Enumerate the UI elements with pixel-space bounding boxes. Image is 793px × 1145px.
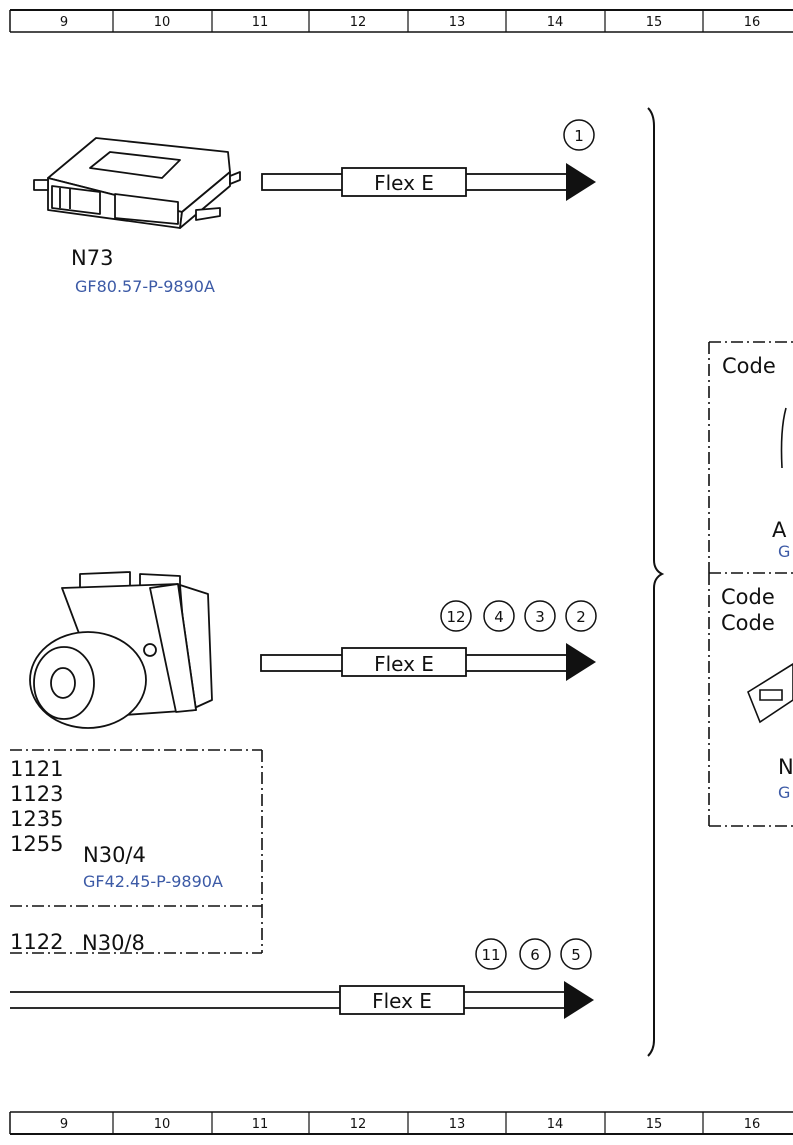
ruler-top-13: 13 — [449, 15, 466, 30]
bus-middle-circle-12 — [440, 600, 472, 632]
bus-top-label: Flex E — [374, 171, 434, 195]
n30-8-code-1122: 1122 — [10, 930, 63, 954]
right-box-2-code-label-1: Code — [721, 585, 775, 609]
n30-4-code-1123: 1123 — [10, 782, 63, 806]
n30-4-code-1235: 1235 — [10, 807, 63, 831]
bus-middle-label: Flex E — [374, 652, 434, 676]
bus-bottom — [10, 981, 594, 1019]
ruler-bottom-12: 12 — [350, 1117, 367, 1132]
bus-middle-circle-12-text: 12 — [446, 608, 465, 626]
n73-label: N73 — [71, 246, 113, 270]
bus-bottom-circle-5 — [560, 938, 592, 970]
bus-middle-circle-3-text: 3 — [535, 608, 545, 626]
bus-bottom-circle-6-text: 6 — [530, 946, 540, 964]
n30-8-code-box — [10, 906, 263, 954]
n30-4-hydraulic-unit-icon — [29, 571, 213, 729]
right-box-2-component-icon — [747, 663, 793, 724]
bus-middle — [260, 643, 596, 681]
n30-4-code-1121: 1121 — [10, 757, 63, 781]
n30-4-code-1255: 1255 — [10, 832, 63, 856]
n73-ref-link[interactable]: GF80.57-P-9890A — [75, 277, 215, 296]
ruler-bottom-11: 11 — [252, 1117, 269, 1132]
bus-merge-brace — [647, 107, 665, 1057]
top-ruler: 9 10 11 12 13 14 15 16 — [9, 9, 793, 33]
right-box-2-code-label-2: Code — [721, 611, 775, 635]
ruler-top-11: 11 — [252, 15, 269, 30]
ruler-top-12: 12 — [350, 15, 367, 30]
bus-middle-circle-3 — [524, 600, 556, 632]
right-box-2-partial-ref[interactable]: G — [778, 783, 790, 802]
right-box-1-partial-ref[interactable]: G — [778, 542, 790, 561]
bus-bottom-circle-6 — [519, 938, 551, 970]
bus-middle-circle-2 — [565, 600, 597, 632]
n30-4-label: N30/4 — [83, 843, 146, 867]
right-box-1-component-icon — [780, 407, 787, 469]
bus-middle-circle-4-text: 4 — [494, 608, 504, 626]
right-code-box-1 — [708, 341, 793, 574]
ruler-top-15: 15 — [646, 15, 663, 30]
ruler-bottom-14: 14 — [547, 1117, 564, 1132]
bus-bottom-circle-11 — [475, 938, 507, 970]
n30-4-ref-link[interactable]: GF42.45-P-9890A — [83, 872, 223, 891]
bus-bottom-label: Flex E — [372, 989, 432, 1013]
bus-top-circle-1 — [563, 119, 595, 151]
ruler-top-9: 9 — [60, 15, 68, 30]
bottom-ruler: 9 10 11 12 13 14 15 16 — [9, 1111, 793, 1135]
ruler-bottom-13: 13 — [449, 1117, 466, 1132]
ruler-top-10: 10 — [154, 15, 171, 30]
bus-top-circle-1-text: 1 — [574, 127, 584, 145]
bus-middle-circle-4 — [483, 600, 515, 632]
n30-8-label: N30/8 — [82, 931, 145, 955]
right-code-box-2 — [708, 573, 793, 827]
bus-middle-circle-2-text: 2 — [576, 608, 586, 626]
right-box-1-partial-label: A — [772, 518, 787, 542]
ruler-top-16: 16 — [744, 15, 761, 30]
ruler-top-14: 14 — [547, 15, 564, 30]
bus-top — [261, 163, 596, 201]
ruler-bottom-10: 10 — [154, 1117, 171, 1132]
right-box-1-code-label: Code — [722, 354, 776, 378]
n30-4-code-box — [10, 749, 263, 907]
ruler-bottom-9: 9 — [60, 1117, 68, 1132]
bus-bottom-circle-5-text: 5 — [571, 946, 581, 964]
ruler-bottom-15: 15 — [646, 1117, 663, 1132]
bus-bottom-circle-11-text: 11 — [481, 946, 500, 964]
ruler-bottom-16: 16 — [744, 1117, 761, 1132]
right-box-2-partial-label: N — [778, 755, 793, 779]
n73-control-unit-icon — [33, 137, 241, 229]
